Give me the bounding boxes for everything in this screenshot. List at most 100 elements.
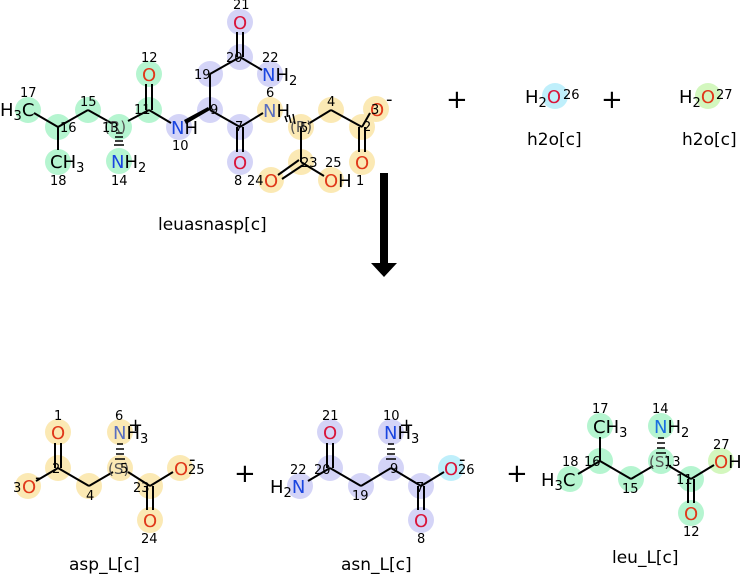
molecule-name: asp_L[c] [69,555,140,575]
svg-text:9: 9 [390,462,398,477]
svg-text:27: 27 [713,438,730,453]
svg-text:O: O [22,477,36,498]
plus-sign: + [601,85,623,115]
svg-text:18: 18 [50,174,67,189]
svg-text:25: 25 [325,156,342,171]
svg-text:3: 3 [13,481,21,496]
svg-text:O: O [51,423,65,444]
svg-text:21: 21 [322,409,339,424]
svg-text:NH3: NH3 [384,423,419,447]
svg-text:CH3: CH3 [593,417,627,441]
svg-text:(S): (S) [108,460,129,478]
svg-text:25: 25 [188,463,205,478]
svg-text:15: 15 [80,95,97,110]
svg-text:-: - [35,467,42,488]
svg-text:O: O [444,459,458,480]
molecule-h2o-26: H2O 26 h2o[c] [525,83,582,150]
atom-O12: O [142,65,156,86]
svg-text:19: 19 [352,489,369,504]
svg-text:14: 14 [652,402,669,417]
svg-text:10: 10 [383,409,400,424]
svg-text:H3C: H3C [541,470,575,494]
svg-text:O: O [174,459,188,480]
plus-sign: + [506,459,528,489]
svg-text:1: 1 [54,409,62,424]
svg-text:6: 6 [115,409,123,424]
svg-text:2: 2 [363,120,371,135]
svg-text:H2N: H2N [270,477,305,501]
svg-text:12: 12 [683,525,700,540]
svg-text:12: 12 [141,51,158,66]
svg-text:22: 22 [262,51,279,66]
svg-text:-: - [459,449,466,470]
svg-text:14: 14 [111,174,128,189]
svg-text:4: 4 [327,95,335,110]
svg-text:24: 24 [141,532,158,547]
svg-text:O: O [414,511,428,532]
svg-text:+: + [128,415,143,436]
molecule-leuasnasp: H3C CH3 NH2 O NH O NH2 O NH (R) (R) O - … [0,0,393,235]
svg-text:17: 17 [20,86,37,101]
svg-text:OH: OH [714,452,741,473]
svg-text:20: 20 [226,51,243,66]
atom-O8: O [233,153,247,174]
svg-text:15: 15 [622,482,639,497]
svg-text:OH: OH [324,171,352,192]
bonds [33,32,371,180]
svg-text:2: 2 [52,462,60,477]
svg-text:H2O: H2O [679,87,715,111]
atom-O24: O [264,171,278,192]
svg-text:7: 7 [416,481,424,496]
stereo-label: (R) [104,118,126,136]
svg-text:O: O [684,504,698,525]
svg-text:19: 19 [194,68,211,83]
svg-text:16: 16 [584,455,601,470]
svg-text:11: 11 [676,473,693,488]
molecule-asn-L: O H2N NH3 + O - O 21 22 20 19 9 10 7 8 2… [270,409,475,575]
stereo-label: (R) [290,118,312,136]
svg-text:9: 9 [210,103,218,118]
molecule-name: h2o[c] [527,130,582,150]
molecule-h2o-27: H2O 27 h2o[c] [679,83,737,150]
svg-text:4: 4 [86,489,94,504]
svg-text:1: 1 [356,174,364,189]
svg-text:8: 8 [234,174,242,189]
svg-text:NH3: NH3 [113,423,148,447]
down-arrow-icon [371,173,397,277]
atom-H: H [0,100,14,121]
svg-text:5: 5 [300,121,308,136]
plus-sign: + [234,459,256,489]
charge-minus: - [386,89,393,110]
atom-O21: O [233,13,247,34]
molecule-name: leu_L[c] [612,548,679,568]
svg-text:22: 22 [290,463,307,478]
svg-text:13: 13 [102,121,119,136]
svg-text:NH2: NH2 [111,152,146,176]
svg-text:26: 26 [563,88,580,103]
svg-text:17: 17 [592,402,609,417]
atom-indices: 17 16 18 15 13 14 11 12 10 9 19 20 21 22… [20,0,379,189]
svg-text:16: 16 [60,121,77,136]
svg-text:26: 26 [458,463,475,478]
svg-text:20: 20 [314,463,331,478]
svg-text:21: 21 [233,0,250,13]
svg-text:H3C: H3C [0,100,34,124]
atom-O3: O [370,100,384,121]
molecule-asp-L: O O - NH3 + (S) O - O 1 2 3 4 5 6 23 24 … [13,409,205,575]
svg-text:NH: NH [171,118,198,139]
svg-text:24: 24 [247,174,264,189]
svg-text:NH2: NH2 [262,65,297,89]
atom-O1: O [355,153,369,174]
svg-text:3: 3 [371,103,379,118]
molecule-name: leuasnasp[c] [158,215,267,235]
svg-text:NH2: NH2 [654,417,689,441]
svg-text:11: 11 [134,103,151,118]
svg-text:(S): (S) [649,453,670,471]
molecule-name: h2o[c] [682,130,737,150]
svg-text:H2O: H2O [525,87,561,111]
svg-text:6: 6 [266,86,274,101]
svg-text:NH: NH [263,101,290,122]
svg-text:23: 23 [133,481,150,496]
svg-text:O: O [323,423,337,444]
